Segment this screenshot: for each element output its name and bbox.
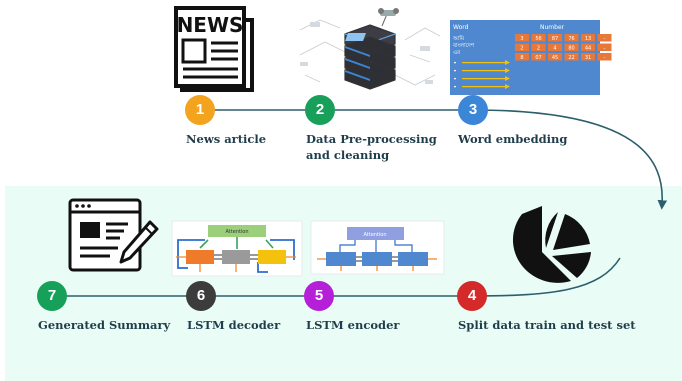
embedding-cell [597, 34, 612, 42]
embedding-arrow [462, 84, 510, 89]
step-7-badge: 7 [37, 281, 67, 311]
embedding-word: এর [453, 50, 461, 56]
embedding-cell-value: 80 [568, 45, 574, 51]
step-2-badge: 2 [305, 95, 335, 125]
embedding-cell-value: 8 [520, 55, 523, 61]
embedding-header-word: Word [453, 24, 469, 31]
step-5-badge: 5 [304, 281, 334, 311]
embedding-cell [515, 43, 529, 51]
step-1-badge: 1 [185, 95, 215, 125]
embedding-cell [564, 43, 579, 51]
step-1-label: News article [186, 132, 267, 146]
embedding-cell [564, 53, 579, 61]
server-stack-icon [299, 8, 441, 90]
embedding-cell [548, 43, 562, 51]
embedding-cell [531, 34, 546, 42]
step-5-label: LSTM encoder [306, 318, 400, 332]
embedding-cell [548, 53, 562, 61]
embedding-cell-value: - [604, 36, 606, 42]
embedding-arrow [462, 60, 510, 65]
embedding-cell-value: 07 [535, 55, 541, 61]
step-2-label: Data Pre-processing [306, 132, 437, 146]
embedding-cell-value: 31 [585, 55, 591, 61]
step-4-label: Split data train and test set [458, 318, 636, 332]
encoder-attention-label: Attention [363, 232, 386, 238]
embedding-cell-value: 87 [552, 36, 558, 42]
step-4-badge: 4 [457, 281, 487, 311]
document-pen-icon [68, 198, 159, 272]
embedding-cell [564, 34, 579, 42]
embedding-cell [515, 34, 529, 42]
embedding-cell-value: 22 [568, 55, 574, 61]
newspaper-icon: NEWS [174, 6, 254, 92]
embedding-cell [531, 53, 546, 61]
embedding-header-number: Number [540, 24, 565, 31]
embedding-cell-value: - [604, 55, 606, 61]
embedding-cell-value: 44 [585, 45, 591, 51]
pie-chart-icon [512, 206, 591, 283]
newspaper-masthead: NEWS [177, 13, 244, 37]
embedding-cell-value: - [604, 45, 606, 51]
flow-line [52, 109, 668, 297]
step-3-badge: 3 [458, 95, 488, 125]
embedding-cell [531, 43, 546, 51]
embedding-arrow [462, 76, 510, 81]
embedding-bullet [454, 85, 456, 88]
embedding-bullet [454, 77, 456, 80]
embedding-cell-value: 76 [568, 36, 574, 42]
step-6-label: LSTM decoder [187, 318, 281, 332]
embedding-bullet [454, 61, 456, 64]
step-3-label: Word embedding [458, 132, 568, 146]
embedding-cell [581, 34, 595, 42]
embedding-cell-value: 2 [520, 45, 523, 51]
embedding-word: আমি [452, 35, 465, 42]
embedding-cell [597, 43, 612, 51]
embedding-cell [597, 53, 612, 61]
step-7-label: Generated Summary [38, 318, 171, 332]
embedding-cell [581, 53, 595, 61]
step-6-badge: 6 [186, 281, 216, 311]
embedding-word: বাংলাদেশ [452, 43, 475, 49]
decoder-attention-label: Attention [225, 229, 248, 235]
embedding-cell-value: 45 [552, 55, 558, 61]
decoder-diagram-icon: Attention [171, 220, 303, 277]
encoder-diagram-icon: Attention [310, 220, 445, 275]
embedding-cell-value: 2 [537, 45, 540, 51]
embedding-cell [548, 34, 562, 42]
embedding-cell [581, 43, 595, 51]
embedding-bullet [454, 69, 456, 72]
embedding-cell-value: 4 [553, 45, 556, 51]
embedding-arrow [462, 68, 510, 73]
embedding-cell [515, 53, 529, 61]
embedding-cell-value: 13 [585, 36, 591, 42]
embedding-cell-value: 3 [520, 36, 523, 42]
step-2-label-line2: and cleaning [306, 148, 390, 162]
embedding-cell-value: 56 [535, 36, 541, 42]
